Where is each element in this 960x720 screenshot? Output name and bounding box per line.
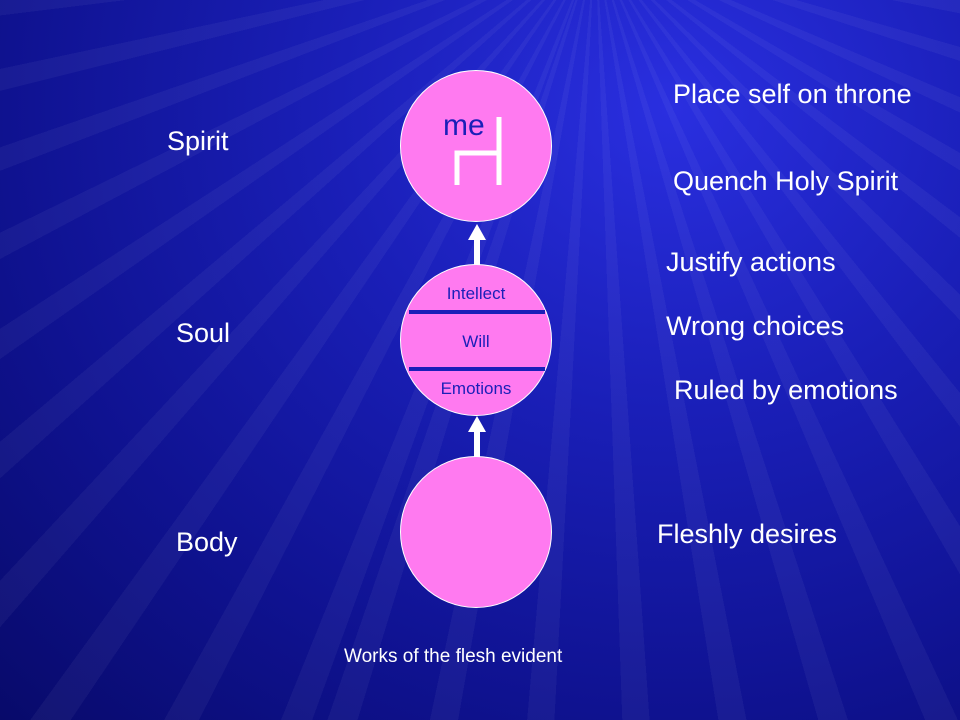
arrow-up-icon (468, 416, 486, 432)
place-self-label: Place self on throne (673, 79, 912, 109)
arrow-up-icon (468, 224, 486, 240)
wrong-choices-label: Wrong choices (666, 311, 845, 341)
will-label: Will (462, 332, 490, 351)
me-text: me (443, 109, 485, 142)
ruled-label: Ruled by emotions (674, 375, 898, 405)
soul-label: Soul (176, 318, 231, 348)
arrow-shaft (474, 238, 480, 268)
quench-label: Quench Holy Spirit (673, 166, 899, 196)
body-label: Body (176, 527, 238, 557)
arrow-shaft (474, 430, 480, 458)
soul-divider-bottom (409, 367, 545, 371)
soul-divider-top (409, 310, 545, 314)
emotions-label: Emotions (440, 379, 512, 398)
fleshly-label: Fleshly desires (657, 519, 838, 549)
soul-circle: Intellect Will Emotions (400, 264, 552, 416)
body-circle (400, 456, 552, 608)
spirit-circle: me (400, 70, 552, 222)
spirit-label: Spirit (167, 126, 229, 156)
justify-label: Justify actions (666, 247, 836, 277)
throne-chair-icon (454, 117, 502, 185)
intellect-label: Intellect (446, 284, 506, 303)
footer-text: Works of the flesh evident (344, 646, 563, 667)
